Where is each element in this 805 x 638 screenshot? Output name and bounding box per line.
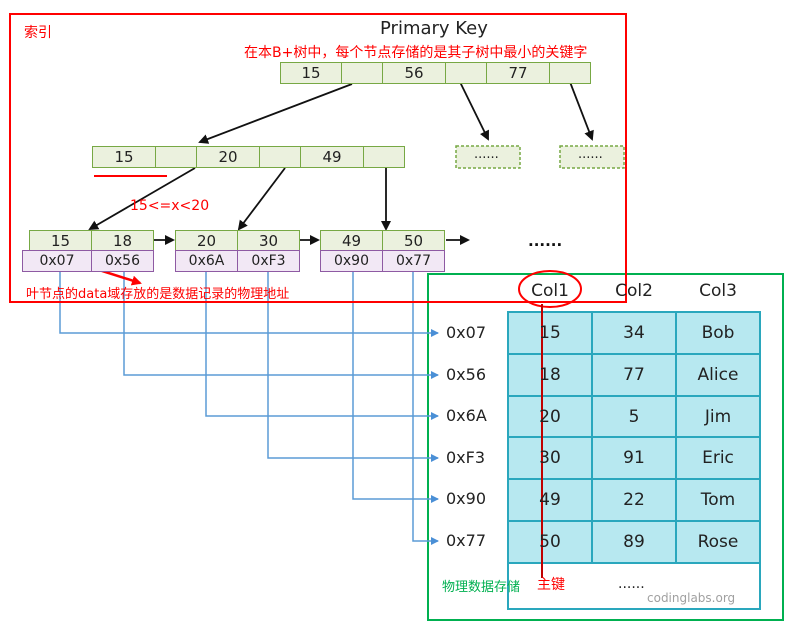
leaf-data-pointer: 0x56 <box>91 250 154 272</box>
leaf-key: 15 <box>29 230 92 251</box>
cell-col3: Alice <box>697 365 739 385</box>
range-label: 15<=x<20 <box>130 198 210 214</box>
cell-col2: 5 <box>628 406 640 427</box>
cell-col2: 91 <box>623 448 645 468</box>
primary-key-title: Primary Key <box>380 18 488 39</box>
inner-key: 15 <box>92 146 156 168</box>
tree-arrows <box>88 81 594 245</box>
cell-col3: Jim <box>704 406 732 427</box>
leaf-more: ...... <box>528 232 563 250</box>
primary-key-label: 主键 <box>537 577 565 593</box>
row-address: 0x77 <box>446 531 487 550</box>
storage-label: 物理数据存储 <box>442 580 521 595</box>
leaf-key: 18 <box>91 230 154 251</box>
root-pointer <box>549 62 591 84</box>
leaf-data-pointer: 0x77 <box>382 250 445 272</box>
cell-col3: Tom <box>700 490 736 510</box>
cell-col2: 89 <box>623 532 645 552</box>
table-more: ...... <box>618 576 645 592</box>
leaf-note: 叶节点的data域存放的是数据记录的物理地址 <box>26 287 290 302</box>
row-address: 0x07 <box>446 323 487 342</box>
leaf-data-pointer: 0x07 <box>22 250 92 272</box>
root-pointer <box>341 62 383 84</box>
index-frame <box>9 13 627 303</box>
col1-highlight <box>518 270 582 308</box>
watermark: codinglabs.org <box>647 591 736 605</box>
placeholder-text: ...... <box>474 147 499 162</box>
row-address: 0x56 <box>446 365 487 384</box>
row-address: 0xF3 <box>446 448 486 467</box>
cell-col1: 49 <box>539 490 561 510</box>
inner-pointer <box>155 146 197 168</box>
table-grid <box>508 312 760 563</box>
leaf-key: 30 <box>237 230 300 251</box>
cell-col2: 34 <box>623 323 645 343</box>
table-more-row <box>507 562 761 610</box>
root-pointer <box>445 62 487 84</box>
leaf-data-pointer: 0x90 <box>320 250 383 272</box>
cell-col1: 30 <box>539 448 561 468</box>
col-header: Col1 <box>531 281 569 301</box>
leaf-key: 20 <box>175 230 238 251</box>
leaf-data-pointer: 0xF3 <box>237 250 300 272</box>
inner-key: 20 <box>196 146 260 168</box>
cell-col1: 50 <box>539 532 561 552</box>
cell-col3: Rose <box>697 532 739 552</box>
leaf-data-pointer: 0x6A <box>175 250 238 272</box>
pointer-links <box>59 272 439 545</box>
placeholder-node <box>455 145 521 169</box>
root-key: 15 <box>280 62 342 84</box>
root-key: 77 <box>486 62 550 84</box>
cell-col2: 77 <box>623 365 645 385</box>
cell-col1: 15 <box>539 323 561 343</box>
cell-col1: 18 <box>539 365 561 385</box>
index-note: 在本B+树中，每个节点存储的是其子树中最小的关键字 <box>244 45 588 61</box>
inner-key: 49 <box>300 146 364 168</box>
col-header: Col2 <box>615 281 653 301</box>
placeholder-text: ...... <box>578 147 603 162</box>
root-key: 56 <box>382 62 446 84</box>
index-label: 索引 <box>24 25 52 41</box>
leaf-key: 50 <box>382 230 445 251</box>
row-address: 0x90 <box>446 489 487 508</box>
inner-pointer <box>259 146 301 168</box>
cell-col2: 22 <box>623 490 645 510</box>
cell-col3: Eric <box>702 448 734 468</box>
col-header: Col3 <box>699 281 737 301</box>
inner-pointer <box>363 146 405 168</box>
cell-col1: 20 <box>539 406 561 427</box>
leaf-key: 49 <box>320 230 383 251</box>
row-address: 0x6A <box>446 406 487 425</box>
cell-col3: Bob <box>701 323 735 343</box>
placeholder-node <box>559 145 625 169</box>
